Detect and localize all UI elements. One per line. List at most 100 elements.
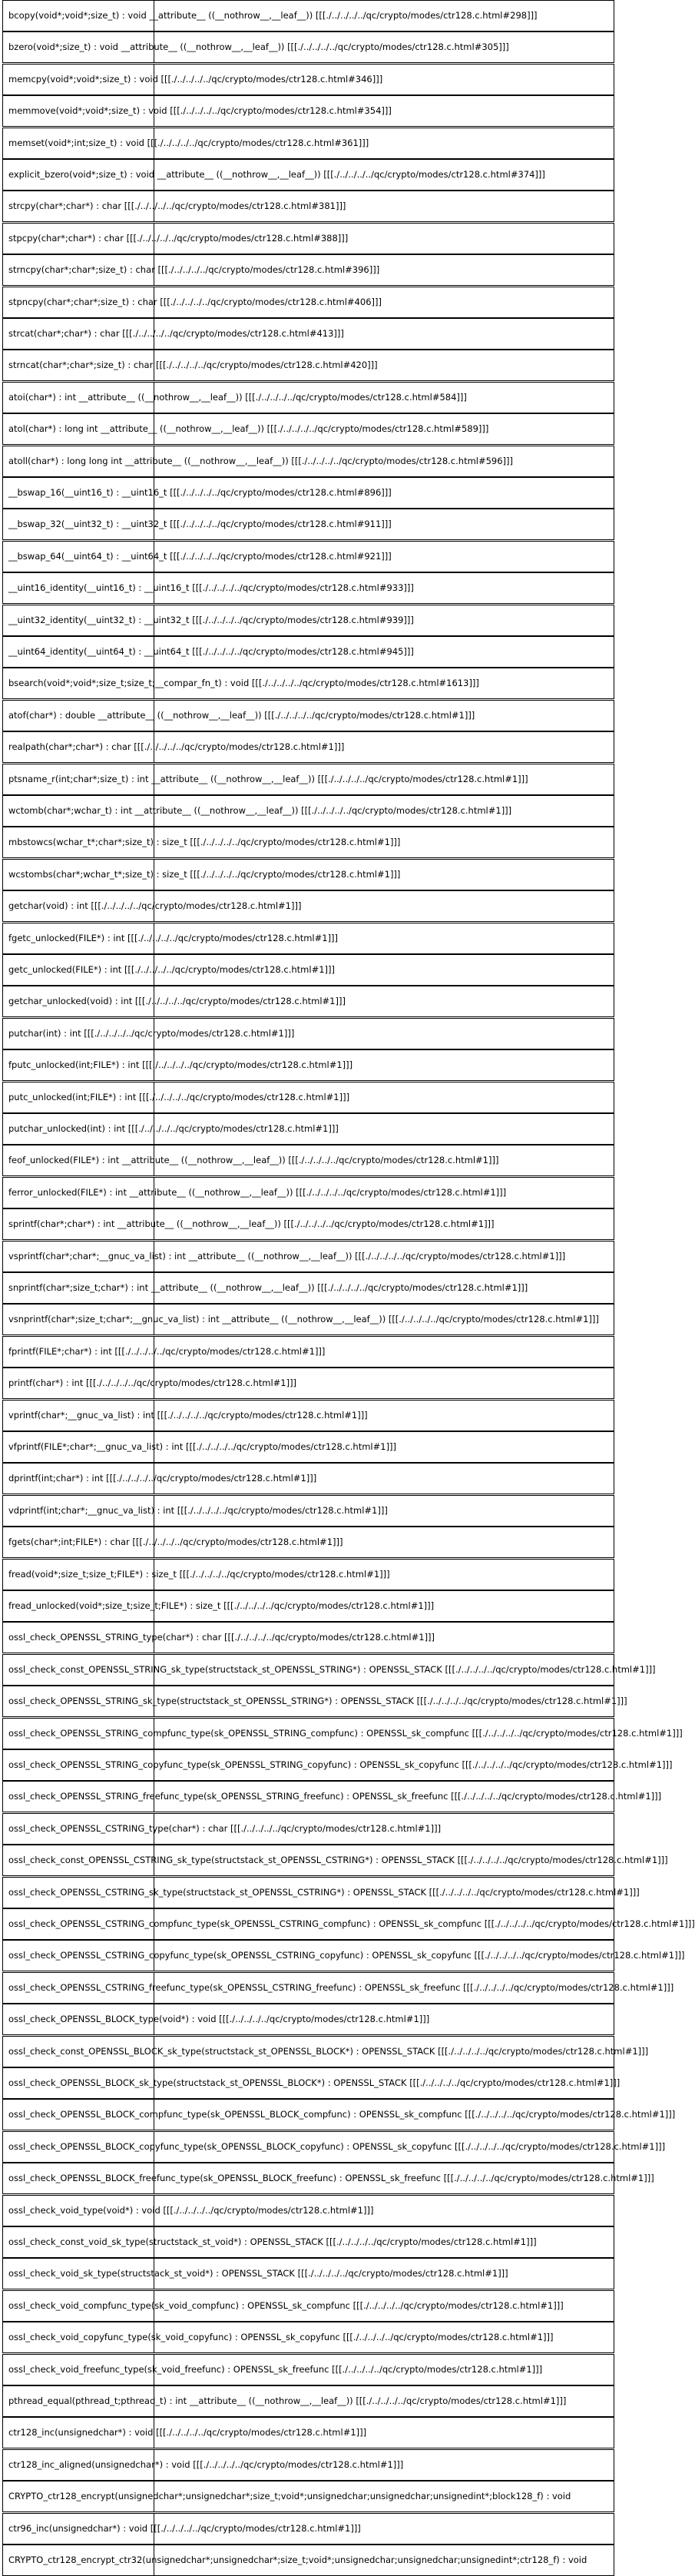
symbol-row[interactable]: sprintf(char*;char*) : int __attribute__… bbox=[0, 1208, 616, 1241]
symbol-row[interactable]: ctr128_inc(unsignedchar*) : void [[[./..… bbox=[0, 2417, 616, 2449]
symbol-row[interactable]: stpncpy(char*;char*;size_t) : char [[[./… bbox=[0, 286, 616, 318]
symbol-box bbox=[2, 381, 614, 413]
symbol-row[interactable]: bcopy(void*;void*;size_t) : void __attri… bbox=[0, 0, 616, 31]
symbol-row[interactable]: ossl_check_const_OPENSSL_BLOCK_sk_type(s… bbox=[0, 2035, 648, 2067]
symbol-row[interactable]: ossl_check_OPENSSL_BLOCK_sk_type(structs… bbox=[0, 2067, 620, 2099]
symbol-row[interactable]: ossl_check_const_OPENSSL_STRING_sk_type(… bbox=[0, 1653, 656, 1686]
symbol-box bbox=[2, 986, 614, 1018]
symbol-row[interactable]: atof(char*) : double __attribute__ ((__n… bbox=[0, 699, 616, 731]
symbol-row[interactable]: ossl_check_OPENSSL_STRING_type(char*) : … bbox=[0, 1622, 616, 1654]
symbol-row[interactable]: getchar_unlocked(void) : int [[[./../../… bbox=[0, 986, 616, 1018]
symbol-box bbox=[2, 2322, 614, 2354]
symbol-row[interactable]: ossl_check_OPENSSL_BLOCK_compfunc_type(s… bbox=[0, 2099, 675, 2131]
symbol-row[interactable]: feof_unlocked(FILE*) : int __attribute__… bbox=[0, 1145, 616, 1177]
symbol-row[interactable]: vfprintf(FILE*;char*;__gnuc_va_list) : i… bbox=[0, 1431, 616, 1463]
symbol-signature: strcpy(char*;char*) : char [[[./../../..… bbox=[8, 201, 346, 212]
symbol-row[interactable]: vdprintf(int;char*;__gnuc_va_list) : int… bbox=[0, 1494, 616, 1527]
symbol-signature: ossl_check_OPENSSL_STRING_freefunc_type(… bbox=[8, 1791, 662, 1802]
symbol-row[interactable]: ossl_check_OPENSSL_CSTRING_compfunc_type… bbox=[0, 1908, 695, 1940]
symbol-row[interactable]: __bswap_32(__uint32_t) : __uint32_t [[[.… bbox=[0, 509, 616, 541]
symbol-row[interactable]: ossl_check_OPENSSL_STRING_compfunc_type(… bbox=[0, 1717, 683, 1749]
symbol-row[interactable]: snprintf(char*;size_t;char*) : int __att… bbox=[0, 1272, 616, 1304]
symbol-row[interactable]: ossl_check_const_void_sk_type(structstac… bbox=[0, 2226, 616, 2258]
symbol-box bbox=[2, 63, 614, 95]
symbol-signature: putchar_unlocked(int) : int [[[./../../.… bbox=[8, 1123, 339, 1134]
symbol-row[interactable]: ossl_check_void_compfunc_type(sk_void_co… bbox=[0, 2289, 616, 2322]
symbol-row[interactable]: vprintf(char*;__gnuc_va_list) : int [[[.… bbox=[0, 1399, 616, 1431]
symbol-row[interactable]: strcpy(char*;char*) : char [[[./../../..… bbox=[0, 191, 616, 223]
symbol-row[interactable]: wctomb(char*;wchar_t) : int __attribute_… bbox=[0, 795, 616, 827]
symbol-row[interactable]: ossl_check_void_sk_type(structstack_st_v… bbox=[0, 2258, 616, 2290]
symbol-row[interactable]: bsearch(void*;void*;size_t;size_t;__comp… bbox=[0, 668, 616, 700]
symbol-row[interactable]: ctr128_inc_aligned(unsignedchar*) : void… bbox=[0, 2448, 616, 2481]
symbol-row[interactable]: fputc_unlocked(int;FILE*) : int [[[./../… bbox=[0, 1049, 616, 1082]
symbol-signature: atof(char*) : double __attribute__ ((__n… bbox=[8, 709, 475, 721]
symbol-row[interactable]: ossl_check_void_freefunc_type(sk_void_fr… bbox=[0, 2353, 616, 2385]
symbol-row[interactable]: ctr96_inc(unsignedchar*) : void [[[./../… bbox=[0, 2512, 616, 2545]
symbol-row[interactable]: bzero(void*;size_t) : void __attribute__… bbox=[0, 31, 616, 64]
symbol-row[interactable]: memset(void*;int;size_t) : void [[[./../… bbox=[0, 127, 616, 159]
symbol-box bbox=[2, 31, 614, 64]
symbol-row[interactable]: memcpy(void*;void*;size_t) : void [[[./.… bbox=[0, 63, 616, 95]
symbol-row[interactable]: atoll(char*) : long long int __attribute… bbox=[0, 445, 616, 477]
symbol-row[interactable]: ossl_check_OPENSSL_BLOCK_type(void*) : v… bbox=[0, 2004, 616, 2036]
symbol-row[interactable]: ossl_check_OPENSSL_CSTRING_copyfunc_type… bbox=[0, 1940, 685, 1972]
symbol-row[interactable]: fprintf(FILE*;char*) : int [[[./../../..… bbox=[0, 1335, 616, 1368]
symbol-box bbox=[2, 1368, 614, 1400]
symbol-row[interactable]: ossl_check_OPENSSL_STRING_sk_type(struct… bbox=[0, 1686, 627, 1718]
symbol-row[interactable]: ossl_check_const_OPENSSL_CSTRING_sk_type… bbox=[0, 1845, 668, 1877]
symbol-row[interactable]: __uint64_identity(__uint64_t) : __uint64… bbox=[0, 636, 616, 668]
symbol-row[interactable]: ossl_check_OPENSSL_BLOCK_freefunc_type(s… bbox=[0, 2163, 654, 2195]
symbol-row[interactable]: ossl_check_OPENSSL_BLOCK_copyfunc_type(s… bbox=[0, 2130, 665, 2163]
symbol-signature: ossl_check_OPENSSL_CSTRING_sk_type(struc… bbox=[8, 1886, 640, 1898]
symbol-row[interactable]: stpcpy(char*;char*) : char [[[./../../..… bbox=[0, 222, 616, 254]
symbol-row[interactable]: memmove(void*;void*;size_t) : void [[[./… bbox=[0, 95, 616, 128]
symbol-box bbox=[2, 191, 614, 223]
symbol-row[interactable]: fread(void*;size_t;size_t;FILE*) : size_… bbox=[0, 1558, 616, 1590]
symbol-row[interactable]: __bswap_64(__uint64_t) : __uint64_t [[[.… bbox=[0, 540, 616, 572]
symbol-box bbox=[2, 445, 614, 477]
symbol-row[interactable]: ptsname_r(int;char*;size_t) : int __attr… bbox=[0, 763, 616, 795]
symbol-row[interactable]: putc_unlocked(int;FILE*) : int [[[./../.… bbox=[0, 1081, 616, 1113]
symbol-box bbox=[2, 2194, 614, 2226]
symbol-row[interactable]: atoi(char*) : int __attribute__ ((__noth… bbox=[0, 381, 616, 413]
symbol-box bbox=[2, 827, 614, 859]
symbol-row[interactable]: CRYPTO_ctr128_encrypt_ctr32(unsignedchar… bbox=[0, 2545, 616, 2576]
symbol-signature: ossl_check_void_sk_type(structstack_st_v… bbox=[8, 2268, 508, 2279]
symbol-row[interactable]: ossl_check_OPENSSL_STRING_freefunc_type(… bbox=[0, 1781, 661, 1813]
symbol-row[interactable]: fgets(char*;int;FILE*) : char [[[./../..… bbox=[0, 1527, 616, 1559]
symbol-row[interactable]: ossl_check_OPENSSL_CSTRING_freefunc_type… bbox=[0, 1971, 673, 2004]
symbol-row[interactable]: putchar(int) : int [[[./../../../../qc/c… bbox=[0, 1017, 616, 1049]
symbol-row[interactable]: ossl_check_void_copyfunc_type(sk_void_co… bbox=[0, 2322, 616, 2354]
symbol-row[interactable]: fgetc_unlocked(FILE*) : int [[[./../../.… bbox=[0, 922, 616, 954]
symbol-row[interactable]: ferror_unlocked(FILE*) : int __attribute… bbox=[0, 1176, 616, 1208]
symbol-row[interactable]: fread_unlocked(void*;size_t;size_t;FILE*… bbox=[0, 1590, 616, 1622]
symbol-row[interactable]: __uint32_identity(__uint32_t) : __uint32… bbox=[0, 604, 616, 636]
symbol-box bbox=[2, 2226, 614, 2258]
symbol-row[interactable]: strcat(char*;char*) : char [[[./../../..… bbox=[0, 318, 616, 350]
symbol-row[interactable]: ossl_check_OPENSSL_CSTRING_sk_type(struc… bbox=[0, 1876, 640, 1908]
symbol-row[interactable]: printf(char*) : int [[[./../../../../qc/… bbox=[0, 1368, 616, 1400]
symbol-row[interactable]: CRYPTO_ctr128_encrypt(unsignedchar*;unsi… bbox=[0, 2481, 616, 2513]
symbol-row[interactable]: putchar_unlocked(int) : int [[[./../../.… bbox=[0, 1113, 616, 1145]
symbol-row[interactable]: vsnprintf(char*;size_t;char*;__gnuc_va_l… bbox=[0, 1304, 616, 1336]
symbol-box bbox=[2, 795, 614, 827]
symbol-row[interactable]: mbstowcs(wchar_t*;char*;size_t) : size_t… bbox=[0, 827, 616, 859]
symbol-row[interactable]: ossl_check_void_type(void*) : void [[[./… bbox=[0, 2194, 616, 2226]
symbol-row[interactable]: __bswap_16(__uint16_t) : __uint16_t [[[.… bbox=[0, 477, 616, 509]
symbol-row[interactable]: strncat(char*;char*;size_t) : char [[[./… bbox=[0, 350, 616, 382]
symbol-row[interactable]: getchar(void) : int [[[./../../../../qc/… bbox=[0, 890, 616, 923]
symbol-row[interactable]: vsprintf(char*;char*;__gnuc_va_list) : i… bbox=[0, 1240, 616, 1272]
symbol-row[interactable]: pthread_equal(pthread_t;pthread_t) : int… bbox=[0, 2385, 616, 2417]
symbol-row[interactable]: realpath(char*;char*) : char [[[./../../… bbox=[0, 731, 616, 764]
symbol-row[interactable]: atol(char*) : long int __attribute__ ((_… bbox=[0, 413, 616, 446]
symbol-row[interactable]: ossl_check_OPENSSL_CSTRING_type(char*) :… bbox=[0, 1812, 616, 1845]
symbol-row[interactable]: explicit_bzero(void*;size_t) : void __at… bbox=[0, 159, 616, 191]
symbol-box bbox=[2, 509, 614, 541]
symbol-row[interactable]: ossl_check_OPENSSL_STRING_copyfunc_type(… bbox=[0, 1749, 673, 1781]
symbol-row[interactable]: __uint16_identity(__uint16_t) : __uint16… bbox=[0, 572, 616, 605]
symbol-row[interactable]: wcstombs(char*;wchar_t*;size_t) : size_t… bbox=[0, 858, 616, 890]
symbol-row[interactable]: strncpy(char*;char*;size_t) : char [[[./… bbox=[0, 254, 616, 287]
symbol-row[interactable]: getc_unlocked(FILE*) : int [[[./../../..… bbox=[0, 954, 616, 986]
symbol-row[interactable]: dprintf(int;char*) : int [[[./../../../.… bbox=[0, 1463, 616, 1495]
